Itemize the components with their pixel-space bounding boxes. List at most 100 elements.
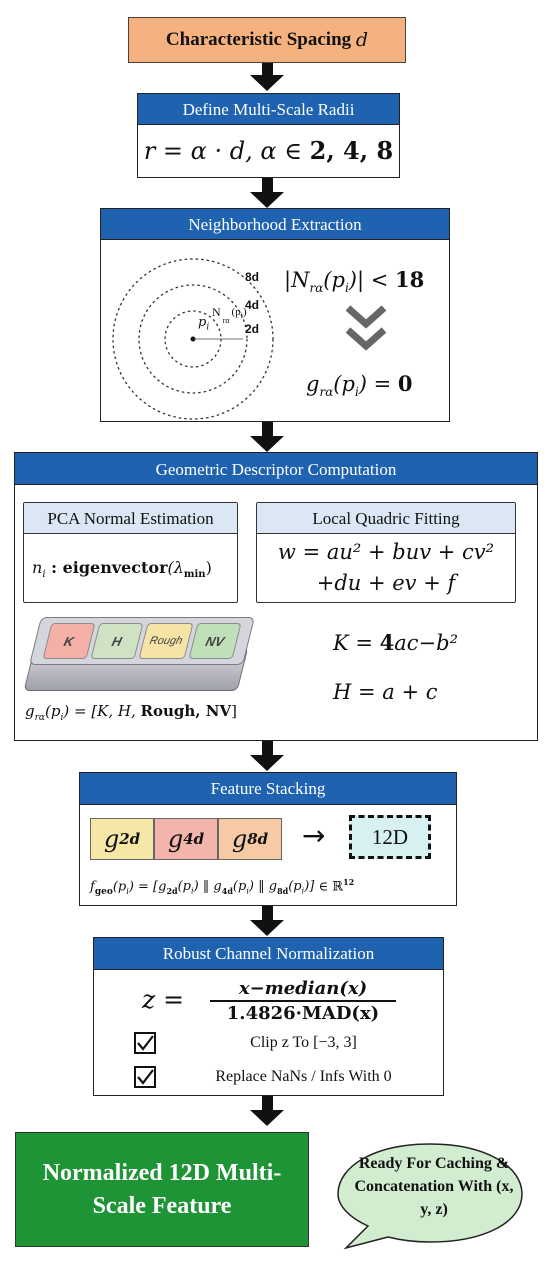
normalization-title: Robust Channel Normalization (94, 938, 443, 970)
radii-formula-lhs: r = α · d, α ∈ (143, 137, 310, 165)
descriptor-vector: grα(pi) = [K, H, Rough, NV] (25, 702, 237, 723)
stacking-eq-end: ∈ ℝ (314, 879, 344, 895)
chip-g2d-sub: 2d (119, 830, 141, 848)
ring-label-2d: 2d (245, 322, 260, 336)
radii-formula: r = α · d, α ∈ 2, 4, 8 (138, 136, 399, 165)
zero-result: grα(pi) = 0 (306, 371, 413, 399)
quadric-box: Local Quadric Fitting w = au² + buv + cv… (256, 502, 516, 603)
count-condition-left: |N (284, 268, 310, 292)
descriptor-vector-mid-sub: i (60, 713, 64, 723)
zero-result-mid: (p (333, 372, 355, 396)
arrow-3 (262, 422, 273, 438)
arrow-4 (262, 741, 273, 757)
z-numerator: x−median(x) (238, 978, 368, 999)
chip-g8d-g: g (231, 825, 248, 853)
neighbor-label-sub: rα (222, 316, 230, 325)
arrow-3-head (250, 436, 284, 452)
quadric-line-2: +du + ev + f (316, 571, 456, 595)
pca-arg-close: ) (205, 558, 212, 577)
arrow-2-head (250, 192, 284, 208)
output-box: Normalized 12D Multi-Scale Feature (15, 1132, 309, 1247)
stacking-eq-part-2d: 2d (166, 885, 178, 896)
key-nv: NV (188, 623, 242, 659)
bubble-text: Ready For Caching & Concatenation With (… (354, 1155, 514, 1219)
ring-4d (138, 284, 248, 394)
descriptor-vector-close: ] (231, 702, 237, 720)
checkbox-clip[interactable] (134, 1032, 156, 1054)
count-condition-mid-sub: i (344, 281, 349, 296)
pca-colon: : (45, 558, 63, 577)
speech-bubble (337, 1143, 523, 1250)
k-formula-num: 4 (379, 630, 395, 655)
neighbor-label-close: ) (242, 306, 247, 318)
input-box: Characteristic Spacing d (128, 17, 406, 63)
ring-8d (112, 258, 274, 420)
pca-formula: ni : eigenvector(λmin) (32, 558, 212, 580)
z-fraction: x−median(x) 1.4826·MAD(x) (208, 978, 398, 1024)
arrow-6-head (250, 1110, 284, 1126)
pca-arg-sub: min (183, 569, 206, 581)
neighborhood-diagram (112, 258, 274, 420)
check-label-replace-nans: Replace NaNs / Infs With 0 (215, 1068, 392, 1085)
radii-formula-set: 2, 4, 8 (309, 136, 394, 165)
neighborhood-panel: Neighborhood Extraction 8d 4d 2d pi Nrα(… (100, 208, 450, 422)
descriptor-panel: Geometric Descriptor Computation PCA Nor… (14, 452, 538, 741)
stacking-eq-lhs: f (90, 879, 95, 895)
checkbox-replace-nans[interactable] (134, 1066, 156, 1088)
pca-arg: (λ (167, 558, 184, 577)
arrow-5 (262, 906, 273, 922)
chip-g2d-g: g (103, 825, 120, 853)
descriptor-vector-bold: Rough, NV (140, 702, 232, 720)
key-k-label: K (62, 633, 76, 649)
point-label: pi (198, 315, 209, 333)
descriptor-title: Geometric Descriptor Computation (15, 453, 537, 485)
descriptor-vector-mid: (p (45, 702, 61, 720)
pca-lhs-sub: i (42, 569, 46, 581)
zero-result-right: ) = (358, 372, 398, 396)
zero-result-left: g (306, 372, 320, 396)
pca-box: PCA Normal Estimation ni : eigenvector(λ… (23, 502, 238, 603)
output-12d-box: 12D (349, 815, 431, 859)
double-chevron-down-icon (345, 305, 387, 351)
arrow-2 (262, 178, 273, 194)
point-label-text: p (198, 315, 207, 330)
z-denominator: 1.4826·MAD(x) (226, 1003, 380, 1024)
fraction-bar (210, 1000, 396, 1002)
normalization-panel: Robust Channel Normalization z = x−media… (93, 937, 444, 1096)
pca-func: eigenvector (62, 558, 168, 577)
checkmark-icon (137, 1035, 154, 1051)
descriptor-vector-sub: rα (34, 713, 45, 723)
descriptor-vector-lhs: g (25, 702, 35, 720)
k-formula-rest: ac−b² (394, 631, 459, 655)
zero-result-sub: rα (319, 385, 334, 400)
radii-title: Define Multi-Scale Radii (138, 94, 399, 125)
key-rough-label: Rough (148, 635, 184, 647)
ring-label-8d: 8d (245, 270, 260, 284)
checkmark-icon (137, 1069, 154, 1085)
output-12d-label: 12D (371, 824, 409, 849)
zero-result-mid-sub: i (354, 385, 359, 400)
arrow-4-head (250, 755, 284, 771)
pca-lhs: n (32, 558, 43, 577)
point-label-sub: i (206, 322, 210, 333)
arrow-1-head (250, 75, 284, 91)
key-k: K (42, 623, 96, 659)
arrow-1 (262, 63, 273, 77)
count-condition-mid: (p (323, 268, 345, 292)
neighbor-label-paren-sub: i (240, 311, 243, 321)
stacking-equation: fgeo(pi) = [g2d(pi) ‖ g4d(pi) ‖ g8d(pi)]… (90, 877, 355, 897)
count-condition-value: 18 (395, 267, 425, 292)
quadric-line-1: w = au² + buv + cv² (277, 540, 495, 564)
chip-g8d-sub: 8d (247, 830, 269, 848)
stacking-eq-part-8d: 8d (277, 885, 289, 896)
descriptor-vector-rhs: ) = [K, H, (63, 702, 141, 720)
check-label-clip: Clip z To [−3, 3] (250, 1034, 357, 1051)
count-condition-right: )| < (348, 268, 395, 292)
count-condition: |Nrα(pi)| < 18 (284, 267, 424, 295)
k-formula-lhs: K = (333, 631, 380, 655)
stacking-eq-sub: geo (94, 886, 113, 897)
